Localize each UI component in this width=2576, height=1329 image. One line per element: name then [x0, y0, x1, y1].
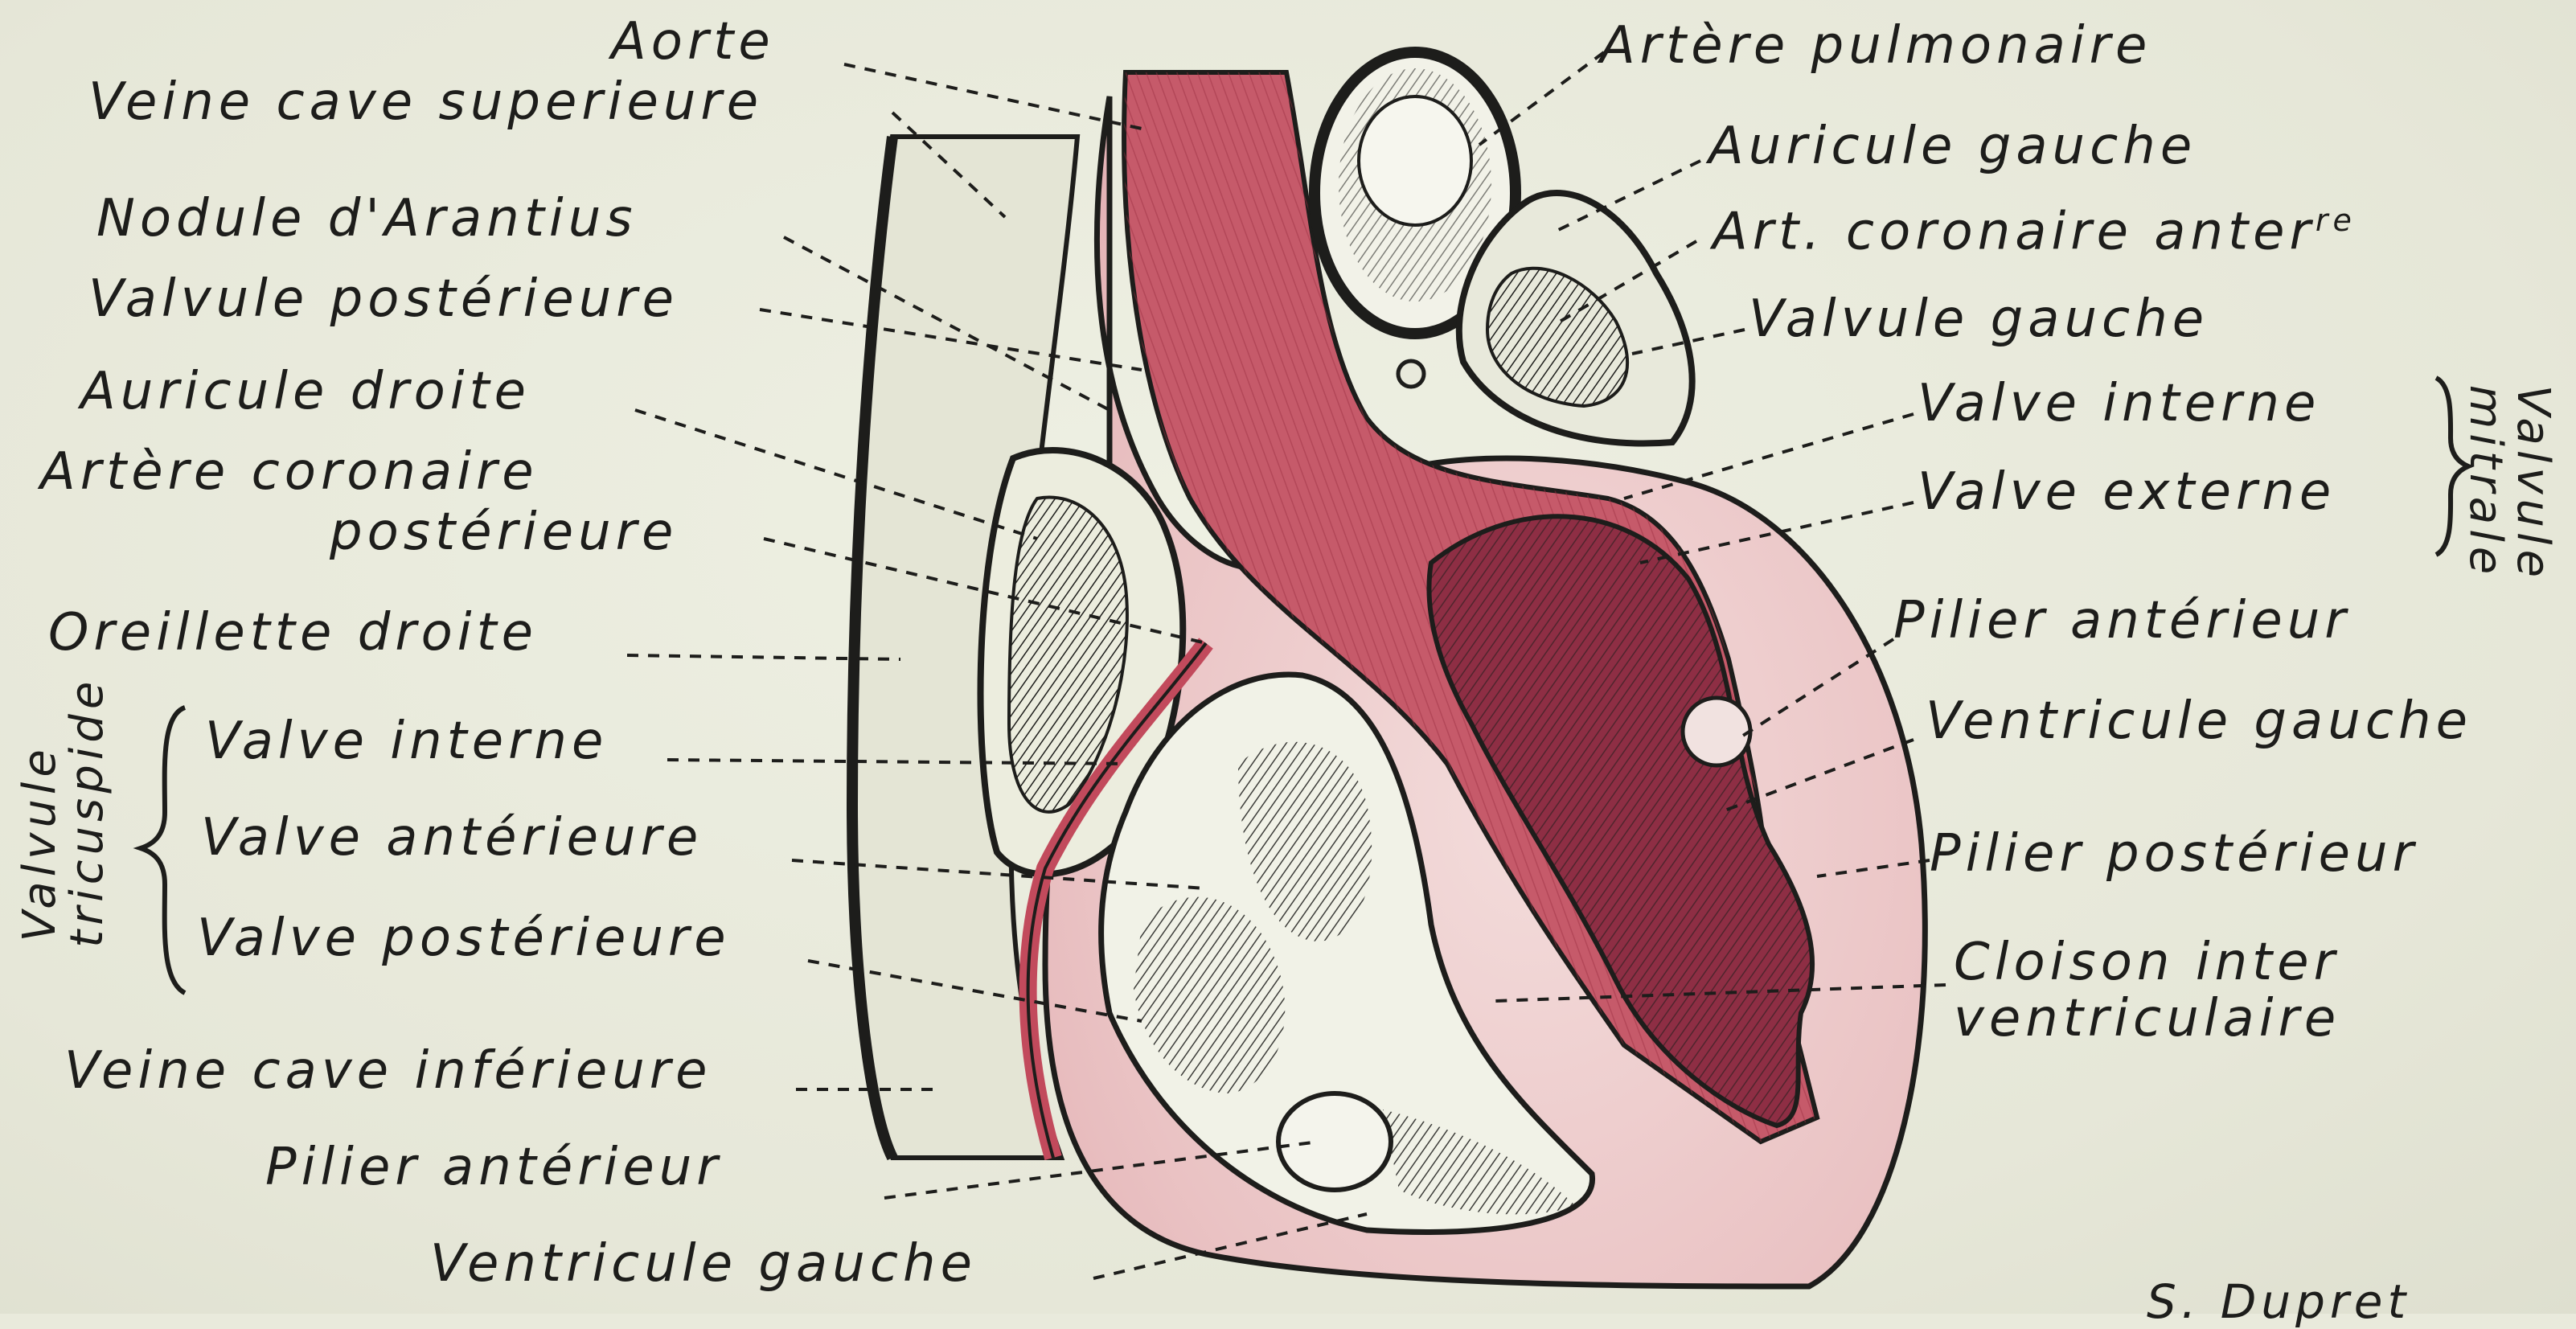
label-aorte: Aorte [611, 16, 775, 68]
label-pilier-posterieur: Pilier postérieur [1930, 828, 2418, 880]
label-valve-externe: Valve externe [1918, 466, 2336, 518]
label-auricule-gauche: Auricule gauche [1708, 121, 2197, 172]
label-valve-interne-left: Valve interne [205, 716, 608, 767]
label-valvule-mitrale: Valvule mitrale [2461, 385, 2556, 578]
label-valvule-tricuspide: Valvule tricuspide [17, 739, 112, 948]
artist-signature: S. Dupret [2147, 1278, 2410, 1325]
label-veine-cave-superieure: Veine cave superieure [88, 76, 763, 128]
label-superscript: re [2316, 203, 2357, 238]
label-artere-pulmonaire: Artère pulmonaire [1600, 20, 2151, 72]
label-cloison-inter: Cloison inter [1954, 937, 2340, 988]
label-ventriculaire: ventriculaire [1954, 993, 2340, 1044]
label-posterieure: postérieure [330, 507, 678, 558]
label-valve-posterieure: Valve postérieure [197, 913, 731, 964]
label-pilier-anterieur-right: Pilier antérieur [1893, 595, 2351, 646]
label-nodule-arantius: Nodule d'Arantius [96, 193, 638, 244]
label-auricule-droite: Auricule droite [80, 366, 531, 417]
label-tricuspide-line2: tricuspide [64, 739, 112, 948]
label-valvule-posterieure: Valvule postérieure [88, 273, 679, 325]
label-valvule-gauche: Valvule gauche [1749, 293, 2209, 345]
brace-tricuspide [141, 708, 185, 993]
label-veine-cave-inferieure: Veine cave inférieure [64, 1045, 712, 1097]
label-mitrale-line1: Valvule [2508, 385, 2556, 578]
label-valve-interne-right: Valve interne [1918, 378, 2320, 429]
label-pilier-anterieur-left: Pilier antérieur [265, 1142, 723, 1193]
label-artere-coronaire: Artère coronaire [40, 446, 539, 498]
label-art-coronaire-anter: Art. coronaire anterre [1713, 205, 2357, 257]
label-ventricule-gauche-left: Ventricule gauche [430, 1238, 977, 1290]
label-valve-anterieure: Valve antérieure [201, 812, 703, 863]
label-oreillette-droite: Oreillette droite [48, 607, 538, 658]
coronary-artery-anterior [1398, 361, 1424, 387]
label-mitrale-line2: mitrale [2461, 385, 2508, 578]
label-tricuspide-line1: Valvule [17, 739, 64, 948]
label-ventricule-gauche-right: Ventricule gauche [1926, 695, 2472, 747]
